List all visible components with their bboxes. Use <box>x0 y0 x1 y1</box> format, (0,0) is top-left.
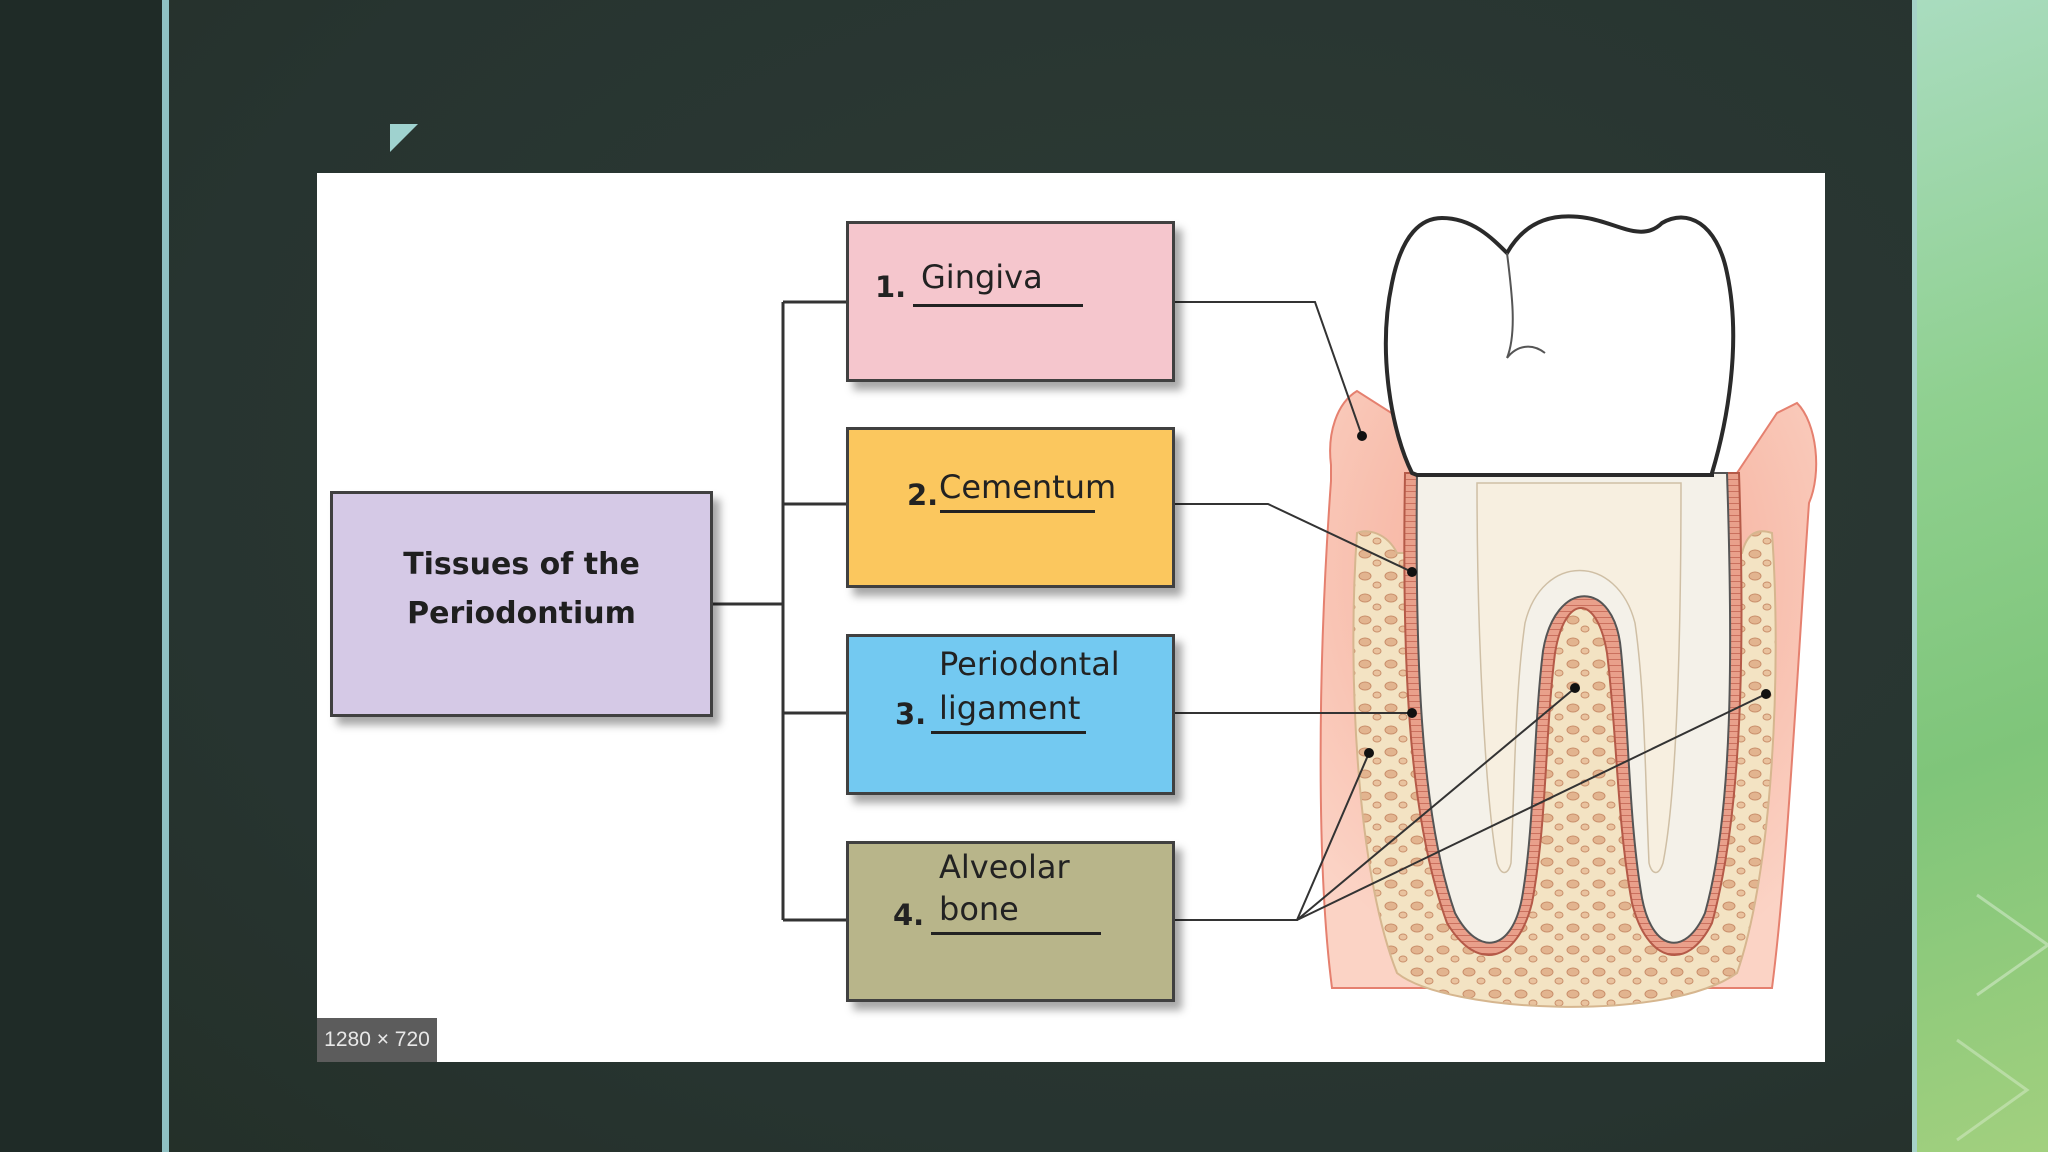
box-gingiva: 1. Gingiva <box>846 221 1175 382</box>
tree-connectors <box>713 300 846 922</box>
term-gingiva: Gingiva <box>921 258 1043 296</box>
term-bone: bone <box>939 890 1019 928</box>
box-cementum: 2. Cementum <box>846 427 1175 588</box>
box-alveolar-bone: Alveolar 4. bone <box>846 841 1175 1002</box>
term-alveolar: Alveolar <box>939 848 1070 886</box>
term-cementum: Cementum <box>939 468 1117 506</box>
answer-underline <box>940 510 1095 513</box>
term-ligament: ligament <box>939 689 1081 727</box>
answer-underline <box>931 731 1086 734</box>
item-number: 3. <box>895 697 927 731</box>
tooth-illustration <box>1319 214 1818 1008</box>
term-periodontal: Periodontal <box>939 645 1120 683</box>
chevron-decoration-icon <box>1956 893 2048 1142</box>
answer-underline <box>931 932 1101 935</box>
box-periodontal-ligament: Periodontal 3. ligament <box>846 634 1175 795</box>
right-decorative-panel <box>1917 0 2048 1152</box>
item-number: 4. <box>893 898 925 932</box>
leader-endpoints <box>1357 431 1771 758</box>
answer-underline <box>913 304 1083 307</box>
root-label: Tissues of the Periodontium <box>333 540 710 638</box>
root-label-line1: Tissues of the <box>403 547 640 582</box>
root-label-line2: Periodontium <box>407 596 636 631</box>
root-box-tissues-of-periodontium: Tissues of the Periodontium <box>330 491 713 717</box>
left-accent-bar <box>162 0 169 1152</box>
image-size-badge: 1280 × 720 <box>317 1018 437 1062</box>
corner-triangle-icon <box>390 124 418 152</box>
diagram-graphics <box>713 214 1818 1008</box>
periodontium-diagram: Tissues of the Periodontium 1. Gingiva 2… <box>317 173 1825 1062</box>
right-accent-bar <box>1912 0 1917 1152</box>
leader-lines <box>1172 301 1767 921</box>
item-number: 1. <box>875 270 907 304</box>
left-sidebar-strip <box>0 0 162 1152</box>
item-number: 2. <box>907 478 939 512</box>
